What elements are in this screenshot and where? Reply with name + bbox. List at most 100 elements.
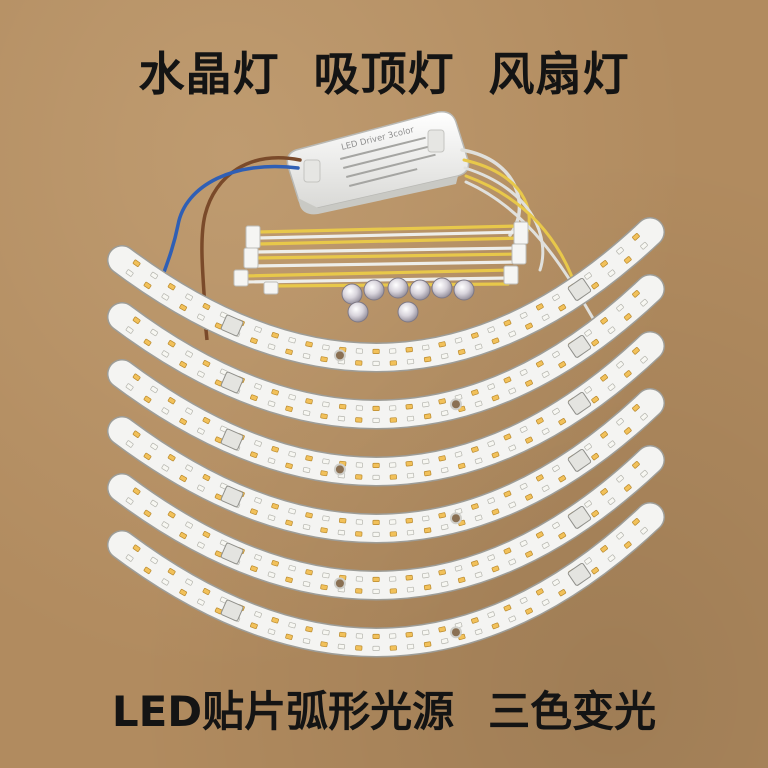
led-arc-strip	[107, 331, 665, 487]
led-chip	[202, 360, 211, 368]
led-chip	[320, 413, 328, 420]
led-chip	[623, 541, 632, 549]
led-chip	[250, 451, 258, 458]
led-chip	[202, 474, 211, 482]
led-chip	[389, 588, 397, 594]
led-chip	[640, 298, 648, 307]
led-chip	[389, 405, 397, 411]
led-chip	[372, 474, 380, 480]
led-chip	[519, 482, 528, 490]
led-chip	[143, 281, 152, 290]
led-chip	[250, 394, 258, 401]
led-chip	[519, 311, 528, 319]
caption-fan-lamp: 风扇灯	[488, 47, 630, 101]
led-chip	[616, 303, 624, 312]
led-chip	[355, 633, 364, 639]
led-chip	[491, 565, 500, 573]
led-chip	[389, 519, 397, 525]
led-chip	[405, 574, 413, 581]
led-chip	[491, 451, 500, 459]
led-chip	[372, 645, 380, 651]
led-chip	[185, 350, 194, 358]
led-chip	[552, 407, 560, 416]
led-chip	[632, 347, 640, 355]
led-chip	[355, 348, 364, 354]
led-arc-strip	[107, 217, 665, 373]
led-chip	[552, 521, 560, 530]
led-chip	[541, 541, 550, 549]
led-chip	[202, 303, 211, 311]
led-chip	[288, 337, 296, 344]
led-chip	[250, 337, 258, 344]
led-chip	[167, 568, 176, 576]
lens	[453, 279, 475, 301]
led-chip	[519, 596, 528, 604]
driver-spec-lines	[340, 136, 436, 187]
led-lenses	[341, 277, 475, 323]
led-chip	[185, 293, 194, 301]
led-chip	[607, 497, 616, 505]
led-chip	[288, 565, 296, 572]
led-chip	[440, 638, 449, 645]
led-arc-strip	[107, 274, 665, 430]
led-chip	[389, 417, 397, 423]
led-chip	[339, 517, 347, 524]
led-chip	[355, 417, 363, 423]
led-chip	[167, 454, 176, 462]
led-chip	[196, 370, 205, 378]
led-chip	[406, 643, 415, 650]
led-chip	[616, 531, 624, 540]
led-chip	[406, 529, 415, 536]
led-chip	[607, 326, 616, 334]
lens	[397, 301, 419, 323]
strip-connector	[567, 391, 592, 415]
led-chip	[405, 403, 413, 410]
led-chip	[421, 629, 430, 636]
led-chip	[616, 246, 624, 255]
bottom-caption: LED贴片弧形光源三色变光	[0, 678, 768, 739]
led-chip	[322, 629, 330, 636]
led-chip	[487, 326, 496, 333]
led-chip	[132, 373, 141, 381]
led-chip	[285, 405, 293, 412]
led-chip	[632, 233, 640, 241]
led-chip	[250, 622, 258, 629]
led-chip	[254, 383, 262, 390]
led-arc-strip	[107, 388, 665, 544]
led-chip	[421, 572, 430, 579]
led-chip	[552, 578, 560, 587]
led-chip	[406, 415, 415, 422]
led-chip	[125, 497, 134, 505]
led-chip	[623, 427, 632, 435]
led-chip	[302, 637, 311, 645]
led-chip	[423, 584, 432, 591]
lens	[341, 283, 363, 305]
led-chip	[305, 398, 313, 405]
led-chip	[305, 626, 313, 633]
led-chip	[503, 319, 512, 327]
led-chip	[355, 531, 363, 537]
led-chip	[288, 622, 296, 629]
led-chip	[132, 430, 141, 438]
led-chip	[535, 417, 544, 425]
led-chip	[457, 462, 466, 470]
led-chip	[423, 413, 432, 420]
led-chip	[125, 269, 134, 277]
led-chip	[503, 604, 512, 612]
led-chip	[179, 417, 188, 426]
led-chip	[185, 521, 194, 529]
led-chip	[423, 641, 432, 648]
led-chip	[372, 519, 380, 525]
led-chip	[440, 353, 449, 360]
led-chip	[600, 488, 608, 496]
led-chip	[143, 395, 152, 404]
led-chip	[161, 293, 170, 301]
led-chip	[474, 457, 483, 465]
led-chip	[355, 405, 364, 411]
led-chip	[438, 626, 446, 633]
led-chip	[474, 628, 483, 636]
led-chip	[355, 474, 363, 480]
led-chip	[372, 360, 380, 366]
lens	[409, 279, 431, 301]
led-chip	[535, 360, 544, 368]
